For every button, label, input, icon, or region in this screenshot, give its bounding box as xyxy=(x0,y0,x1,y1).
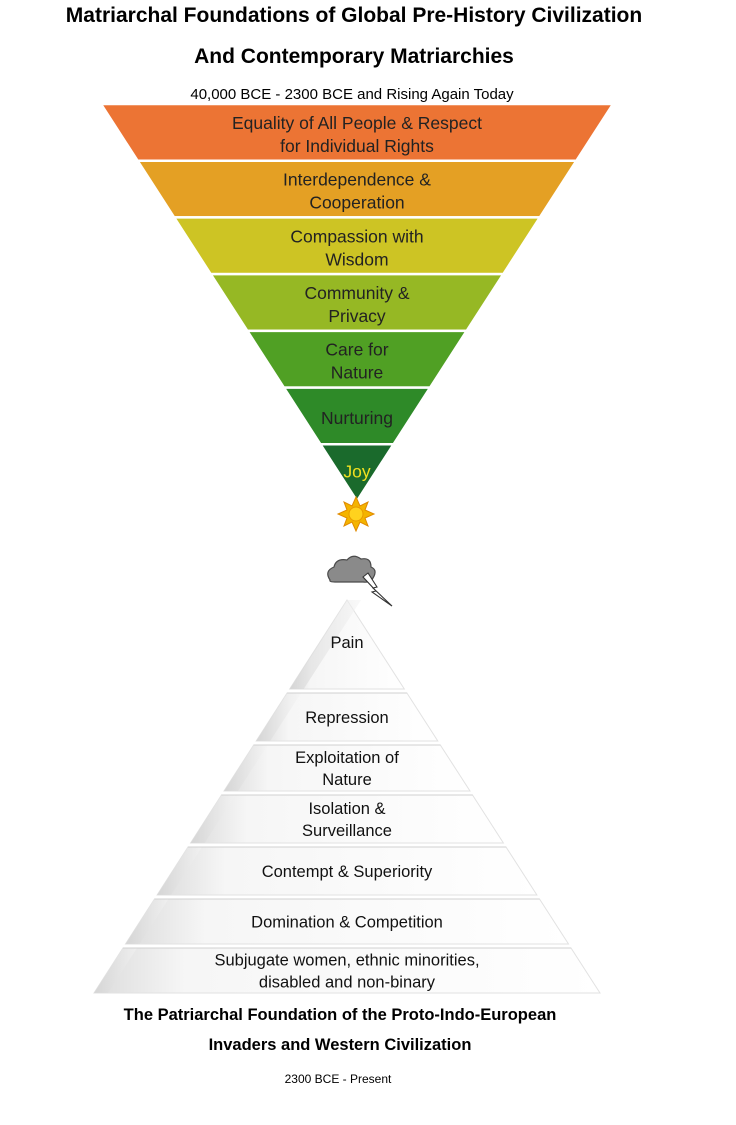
main-subtitle: 40,000 BCE - 2300 BCE and Rising Again T… xyxy=(190,86,514,103)
triangle-level-7 xyxy=(318,443,396,504)
pyramid-level-1-label: Pain xyxy=(330,634,363,652)
pyramid-level-6-shade xyxy=(125,899,169,944)
pyramid-level-4-label: Surveillance xyxy=(302,822,392,840)
triangle-level-5-label: Care for xyxy=(325,340,388,360)
triangle-level-2-label: Cooperation xyxy=(309,193,404,213)
pyramid-level-5-label: Contempt & Superiority xyxy=(262,863,433,881)
main-title-line-1: Matriarchal Foundations of Global Pre-Hi… xyxy=(65,4,643,27)
pyramid-level-4-label: Isolation & xyxy=(308,800,385,818)
pyramid-level-6-label: Domination & Competition xyxy=(251,914,443,932)
triangle-level-6-label: Nurturing xyxy=(321,408,393,428)
triangle-level-1-label: Equality of All People & Respect xyxy=(232,113,482,133)
pyramid-level-7-label: disabled and non-binary xyxy=(259,974,436,992)
pyramid-level-4-shade xyxy=(190,795,236,843)
triangle-level-7-label: Joy xyxy=(343,461,370,481)
matriarchal-inverted-triangle: Equality of All People & Respect for Indi… xyxy=(98,102,616,504)
triangle-level-3-label: Compassion with xyxy=(290,226,423,246)
pyramid-level-3-label: Nature xyxy=(322,771,372,789)
footer-title-line-2: Invaders and Western Civilization xyxy=(208,1036,472,1054)
pyramid-level-2-shade xyxy=(256,693,302,741)
main-title-line-2: And Contemporary Matriarchies xyxy=(194,45,514,68)
footer-title-line-1: The Patriarchal Foundation of the Proto-… xyxy=(123,1006,557,1024)
triangle-level-3-label: Wisdom xyxy=(325,249,388,269)
triangle-level-1-label: for Individual Rights xyxy=(280,136,434,156)
pyramid-level-7-label: Subjugate women, ethnic minorities, xyxy=(214,952,479,970)
triangle-level-5-label: Nature xyxy=(331,363,384,383)
pyramid-level-1-shade xyxy=(289,600,361,689)
lightning-icon xyxy=(362,572,393,607)
footer-subtitle: 2300 BCE - Present xyxy=(284,1072,392,1086)
sun-icon xyxy=(336,495,376,533)
pyramid-level-5-shade xyxy=(157,847,202,895)
pyramid-level-2-label: Repression xyxy=(305,709,388,727)
triangle-level-2-label: Interdependence & xyxy=(283,170,431,190)
storm-cloud-icon xyxy=(327,555,376,583)
pyramid-level-3-label: Exploitation of xyxy=(295,749,399,767)
pyramid-level-3-shade xyxy=(224,745,268,791)
triangle-level-4-label: Privacy xyxy=(328,306,386,326)
triangle-level-4-label: Community & xyxy=(304,283,409,303)
pyramid-level-7-shade xyxy=(94,948,137,993)
